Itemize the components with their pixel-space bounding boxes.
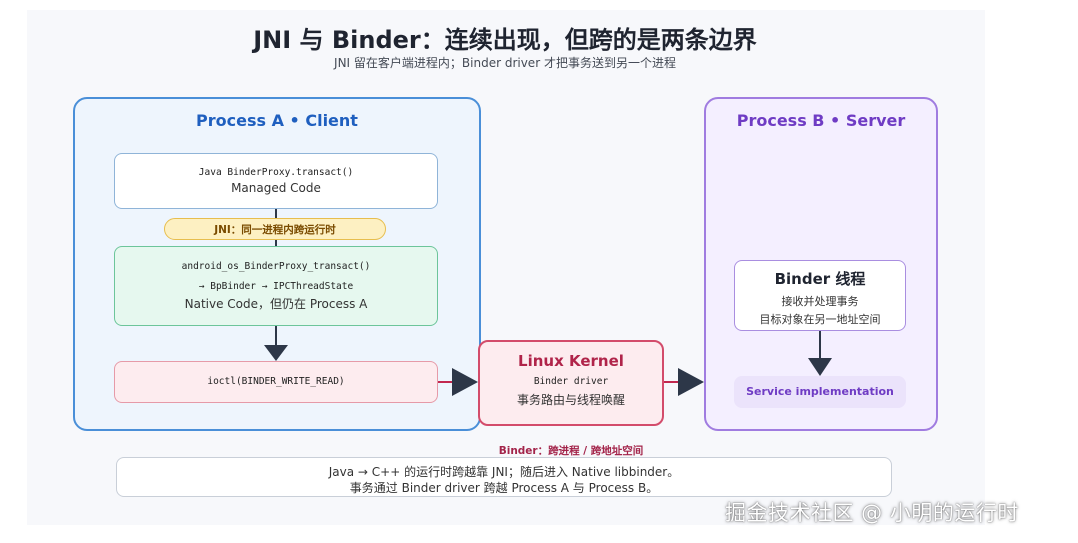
ioctl-code-text: ioctl(BINDER_WRITE_READ) [207,376,345,387]
native-to-ioctl-arrowhead [264,345,288,361]
summary-line1: Java → C++ 的运行时跨越靠 JNI；随后进入 Native libbi… [328,465,680,479]
process-a-title: Process A • Client [196,111,358,130]
ioctl-box: ioctl(BINDER_WRITE_READ) [114,361,438,403]
process-b-title: Process B • Server [736,111,906,130]
binder-boundary-label: Binder：跨进程 / 跨地址空间 [498,445,644,457]
linux-kernel-box: Linux Kernel Binder driver 事务路由与线程唤醒 [478,340,664,426]
binder-thread-line1: 接收并处理事务 [781,295,859,308]
summary-box: Java → C++ 的运行时跨越靠 JNI；随后进入 Native libbi… [116,457,892,497]
thread-to-service-arrowhead [808,358,832,376]
native-code-line2: → BpBinder → IPCThreadState [198,281,354,292]
summary-line2: 事务通过 Binder driver 跨越 Process A 与 Proces… [349,481,659,495]
jni-badge: JNI：同一进程内跨运行时 [164,218,386,240]
java-code-box: Java BinderProxy.transact() Managed Code [114,153,438,209]
native-code-label: Native Code，但仍在 Process A [184,297,368,311]
watermark: 掘金技术社区 @ 小明的运行时 [725,501,1019,525]
kernel-to-server-arrowhead [678,368,704,396]
binder-thread-line2: 目标对象在另一地址空间 [759,313,881,326]
managed-code-label: Managed Code [231,181,321,195]
service-implementation-box: Service implementation [734,376,906,408]
native-code-line1: android_os_BinderProxy_transact() [181,261,371,272]
binder-driver-text: Binder driver [533,376,609,387]
diagram-title: JNI 与 Binder：连续出现，但跨的是两条边界 [253,26,757,54]
java-code-text: Java BinderProxy.transact() [198,167,354,178]
kernel-label: 事务路由与线程唤醒 [516,393,625,407]
native-code-box: android_os_BinderProxy_transact() → BpBi… [114,246,438,326]
ioctl-to-kernel-arrowhead [452,368,478,396]
kernel-title: Linux Kernel [518,352,624,370]
diagram-subtitle: JNI 留在客户端进程内；Binder driver 才把事务送到另一个进程 [334,56,676,70]
binder-thread-box: Binder 线程 接收并处理事务 目标对象在另一地址空间 [734,260,906,331]
binder-thread-title: Binder 线程 [774,270,866,288]
